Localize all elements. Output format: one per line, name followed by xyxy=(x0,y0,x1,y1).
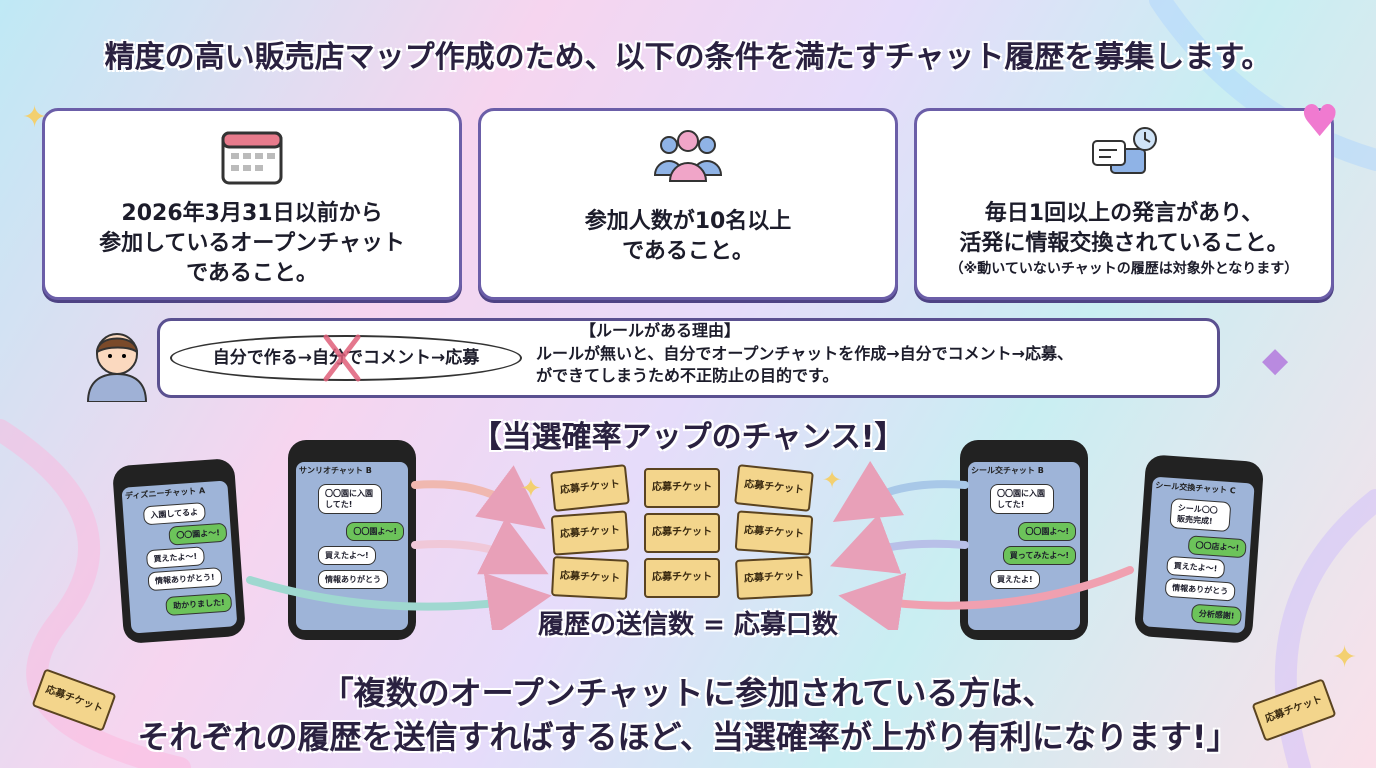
heart-icon: ♥ xyxy=(1300,96,1340,147)
condition-card-activity: 毎日1回以上の発言があり、活発に情報交換されていること。 （※動いていないチャット… xyxy=(914,108,1334,300)
condition-text: 参加人数が10名以上 xyxy=(584,209,792,234)
ticket: 応募チケット xyxy=(734,464,814,512)
flow-arrows xyxy=(246,460,1134,630)
chat-message: 〇〇園に入園してた! xyxy=(990,484,1054,514)
chat-message: シール〇〇販売完成! xyxy=(1169,497,1232,533)
ticket: 応募チケット xyxy=(734,510,814,556)
sparkle-icon: ✦ xyxy=(22,100,48,135)
condition-text: 2026年3月31日以前から xyxy=(121,201,383,226)
fraud-flow-text: 自分で作る→自分でコメント→応募 xyxy=(212,348,480,368)
chat-message: 情報ありがとう xyxy=(318,570,388,589)
worried-person-avatar xyxy=(86,333,148,402)
condition-text: であること。 xyxy=(186,261,318,286)
chat-message: 買えたよ〜! xyxy=(1166,555,1225,579)
rule-text: ルールが無いと、自分でオープンチャットを作成→自分でコメント→応募、 xyxy=(536,344,1074,363)
condition-text: 毎日1回以上の発言があり、 xyxy=(984,201,1264,226)
speech-bubble: 自分で作る→自分でコメント→応募 xyxy=(170,335,522,381)
ticket: 応募チケット xyxy=(550,510,630,556)
condition-text: であること。 xyxy=(622,239,754,264)
ticket: 応募チケット xyxy=(644,558,720,598)
rule-reason-box: 自分で作る→自分でコメント→応募 【ルールがある理由】 ルールが無いと、自分でオ… xyxy=(157,318,1220,398)
condition-card-date: 2026年3月31日以前から参加しているオープンチャットであること。 xyxy=(42,108,462,300)
chance-heading: 【当選確率アップのチャンス!】 xyxy=(471,420,905,455)
ticket: 応募チケット xyxy=(551,556,629,600)
chat-message: 買えたよ! xyxy=(990,570,1040,589)
chat-message: 買ってみたよ〜! xyxy=(1002,546,1076,565)
ticket: 応募チケット xyxy=(735,556,813,600)
chat-message: 買えたよ〜! xyxy=(145,546,205,570)
condition-note: （※動いていないチャットの履歴は対象外となります） xyxy=(949,261,1299,277)
chat-name: シール交換チャット C xyxy=(1155,480,1237,496)
chat-message: 情報ありがとう! xyxy=(147,567,223,592)
quote-line-2: それぞれの履歴を送信すればするほど、当選確率が上がり有利になります!」 xyxy=(137,718,1239,756)
calendar-icon xyxy=(221,131,283,185)
rule-text: ができてしまうため不正防止の目的です。 xyxy=(536,366,839,385)
ticket-pile: 応募チケット 応募チケット 応募チケット 応募チケット 応募チケット 応募チケッ… xyxy=(550,464,814,602)
chat-message: 買えたよ〜! xyxy=(318,546,376,565)
page-title: 精度の高い販売店マップ作成のため、以下の条件を満たすチャット履歴を募集します。 xyxy=(104,40,1272,75)
sparkle-icon: ✦ xyxy=(822,466,843,494)
ticket: 応募チケット xyxy=(550,464,630,512)
condition-text: 活発に情報交換されていること。 xyxy=(959,231,1289,256)
ticket: 応募チケット xyxy=(644,513,720,553)
chat-name: ディズニーチャット A xyxy=(124,486,206,501)
chat-message: 〇〇園よ〜! xyxy=(168,522,228,546)
chat-name: サンリオチャット B xyxy=(299,466,372,475)
chat-name: シール交チャット B xyxy=(971,466,1044,475)
equation-text: 履歴の送信数 = 応募口数 xyxy=(538,610,838,640)
cross-icon xyxy=(323,334,361,382)
ticket: 応募チケット xyxy=(644,468,720,508)
rule-heading: 【ルールがある理由】 xyxy=(580,321,741,340)
people-icon xyxy=(653,130,723,182)
chat-message: 〇〇園に入園してた! xyxy=(318,484,382,514)
sparkle-icon: ✦ xyxy=(520,474,542,504)
chat-message: 入園してるよ xyxy=(142,502,206,526)
condition-card-members: 参加人数が10名以上であること。 xyxy=(478,108,898,300)
quote-line-1: 「複数のオープンチャットに参加されている方は、 xyxy=(321,674,1055,712)
chat-message: 情報ありがとう xyxy=(1164,577,1236,602)
sparkle-icon: ✦ xyxy=(1332,640,1358,675)
condition-text: 参加しているオープンチャット xyxy=(99,231,405,256)
chat-message: 〇〇園よ〜! xyxy=(1018,522,1076,541)
chat-message: 〇〇園よ〜! xyxy=(346,522,404,541)
candy-icon: ◆ xyxy=(1262,340,1289,380)
chat-clock-icon xyxy=(1092,127,1157,174)
chat-message: 〇〇店よ〜! xyxy=(1187,535,1247,559)
